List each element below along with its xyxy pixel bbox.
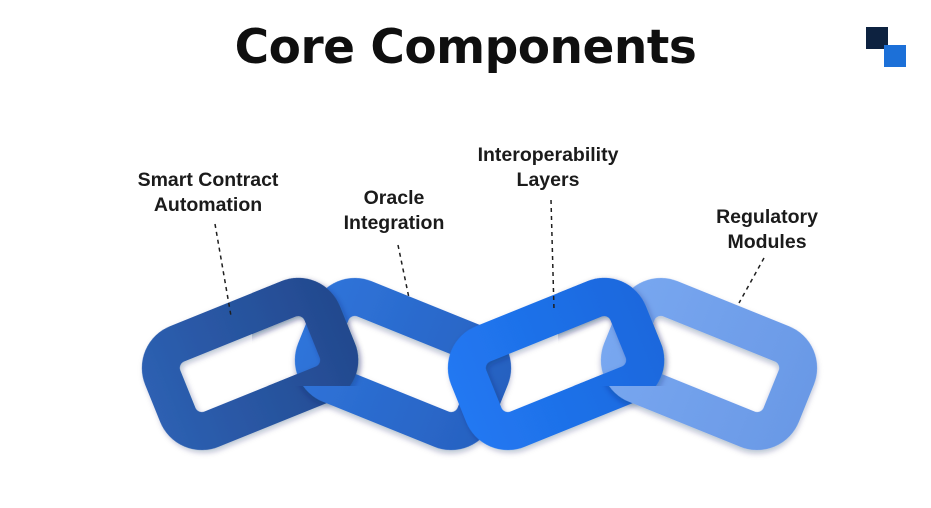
chain-weave-overlay: [252, 277, 359, 386]
component-label-oracle-integration: Oracle Integration: [284, 186, 504, 236]
label-line: Layers: [516, 169, 580, 191]
leader-line-regulatory-modules: [738, 257, 765, 304]
component-label-regulatory-modules: Regulatory Modules: [657, 205, 877, 255]
label-line: Interoperability: [477, 144, 619, 166]
chain-weave-overlay: [558, 277, 665, 386]
leader-line-smart-contract-automation: [214, 223, 232, 317]
component-label-smart-contract-automation: Smart Contract Automation: [98, 168, 318, 218]
label-line: Automation: [153, 194, 263, 216]
leader-line-oracle-integration: [397, 244, 410, 299]
label-line: Modules: [727, 231, 807, 253]
label-line: Oracle: [363, 187, 425, 209]
chain-link-interoperability-layers: [558, 277, 665, 386]
leader-line-interoperability-layers: [550, 199, 555, 311]
label-line: Regulatory: [716, 206, 818, 228]
label-line: Smart Contract: [137, 169, 279, 191]
chain-link-smart-contract-automation: [252, 277, 359, 386]
label-line: Integration: [343, 212, 445, 234]
component-label-interoperability-layers: Interoperability Layers: [438, 143, 658, 193]
page-title: Core Components: [234, 20, 697, 75]
